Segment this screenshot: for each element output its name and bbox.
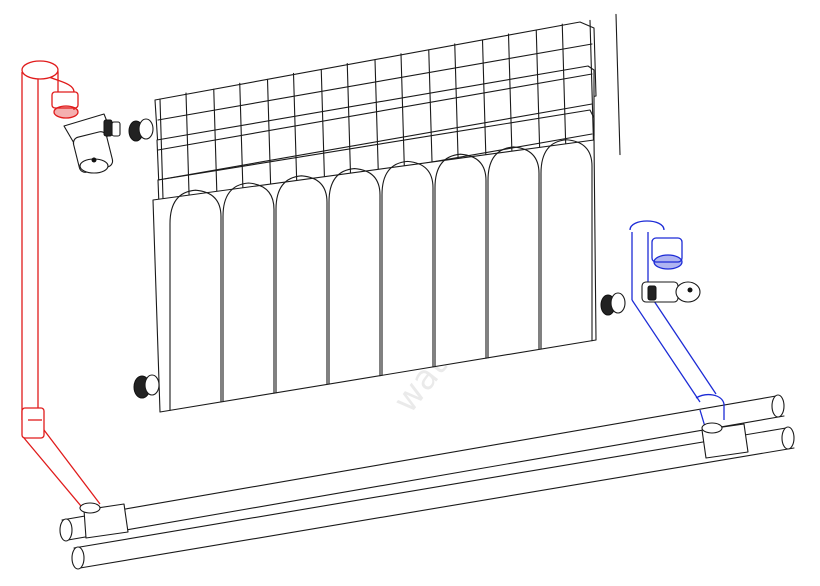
radiator-fin-rib (157, 73, 593, 151)
supply-pipe-red (21, 60, 101, 513)
radiator-plug-bottom-left (133, 374, 160, 399)
radiator-sections (169, 139, 593, 411)
return-angle-valve (641, 281, 701, 303)
radiator-section (222, 182, 275, 403)
radiator-section (328, 168, 381, 385)
radiator-section (487, 146, 540, 359)
radiator-fin-rib (157, 103, 593, 181)
floor-pipes (59, 394, 795, 570)
radiator-front-panel (152, 139, 597, 413)
radiator-fin-line (615, 13, 621, 156)
supply-angle-valve (63, 113, 121, 174)
floor-pipe-lower (71, 426, 795, 570)
radiator-section (381, 160, 434, 376)
radiator-plug-top-left (128, 118, 154, 142)
radiator-fin-rib (157, 43, 593, 121)
radiator-section (434, 153, 487, 368)
floor-pipe-upper (59, 394, 785, 542)
radiator-section (169, 189, 222, 411)
floor-tee-left (79, 502, 129, 539)
radiator-section (540, 139, 593, 350)
radiator-section (275, 175, 328, 394)
radiator-plug-right (600, 292, 626, 316)
floor-tee-right (701, 422, 749, 459)
return-pipe-blue (629, 220, 725, 431)
radiator (128, 13, 626, 413)
radiator-fin-line (507, 33, 514, 174)
